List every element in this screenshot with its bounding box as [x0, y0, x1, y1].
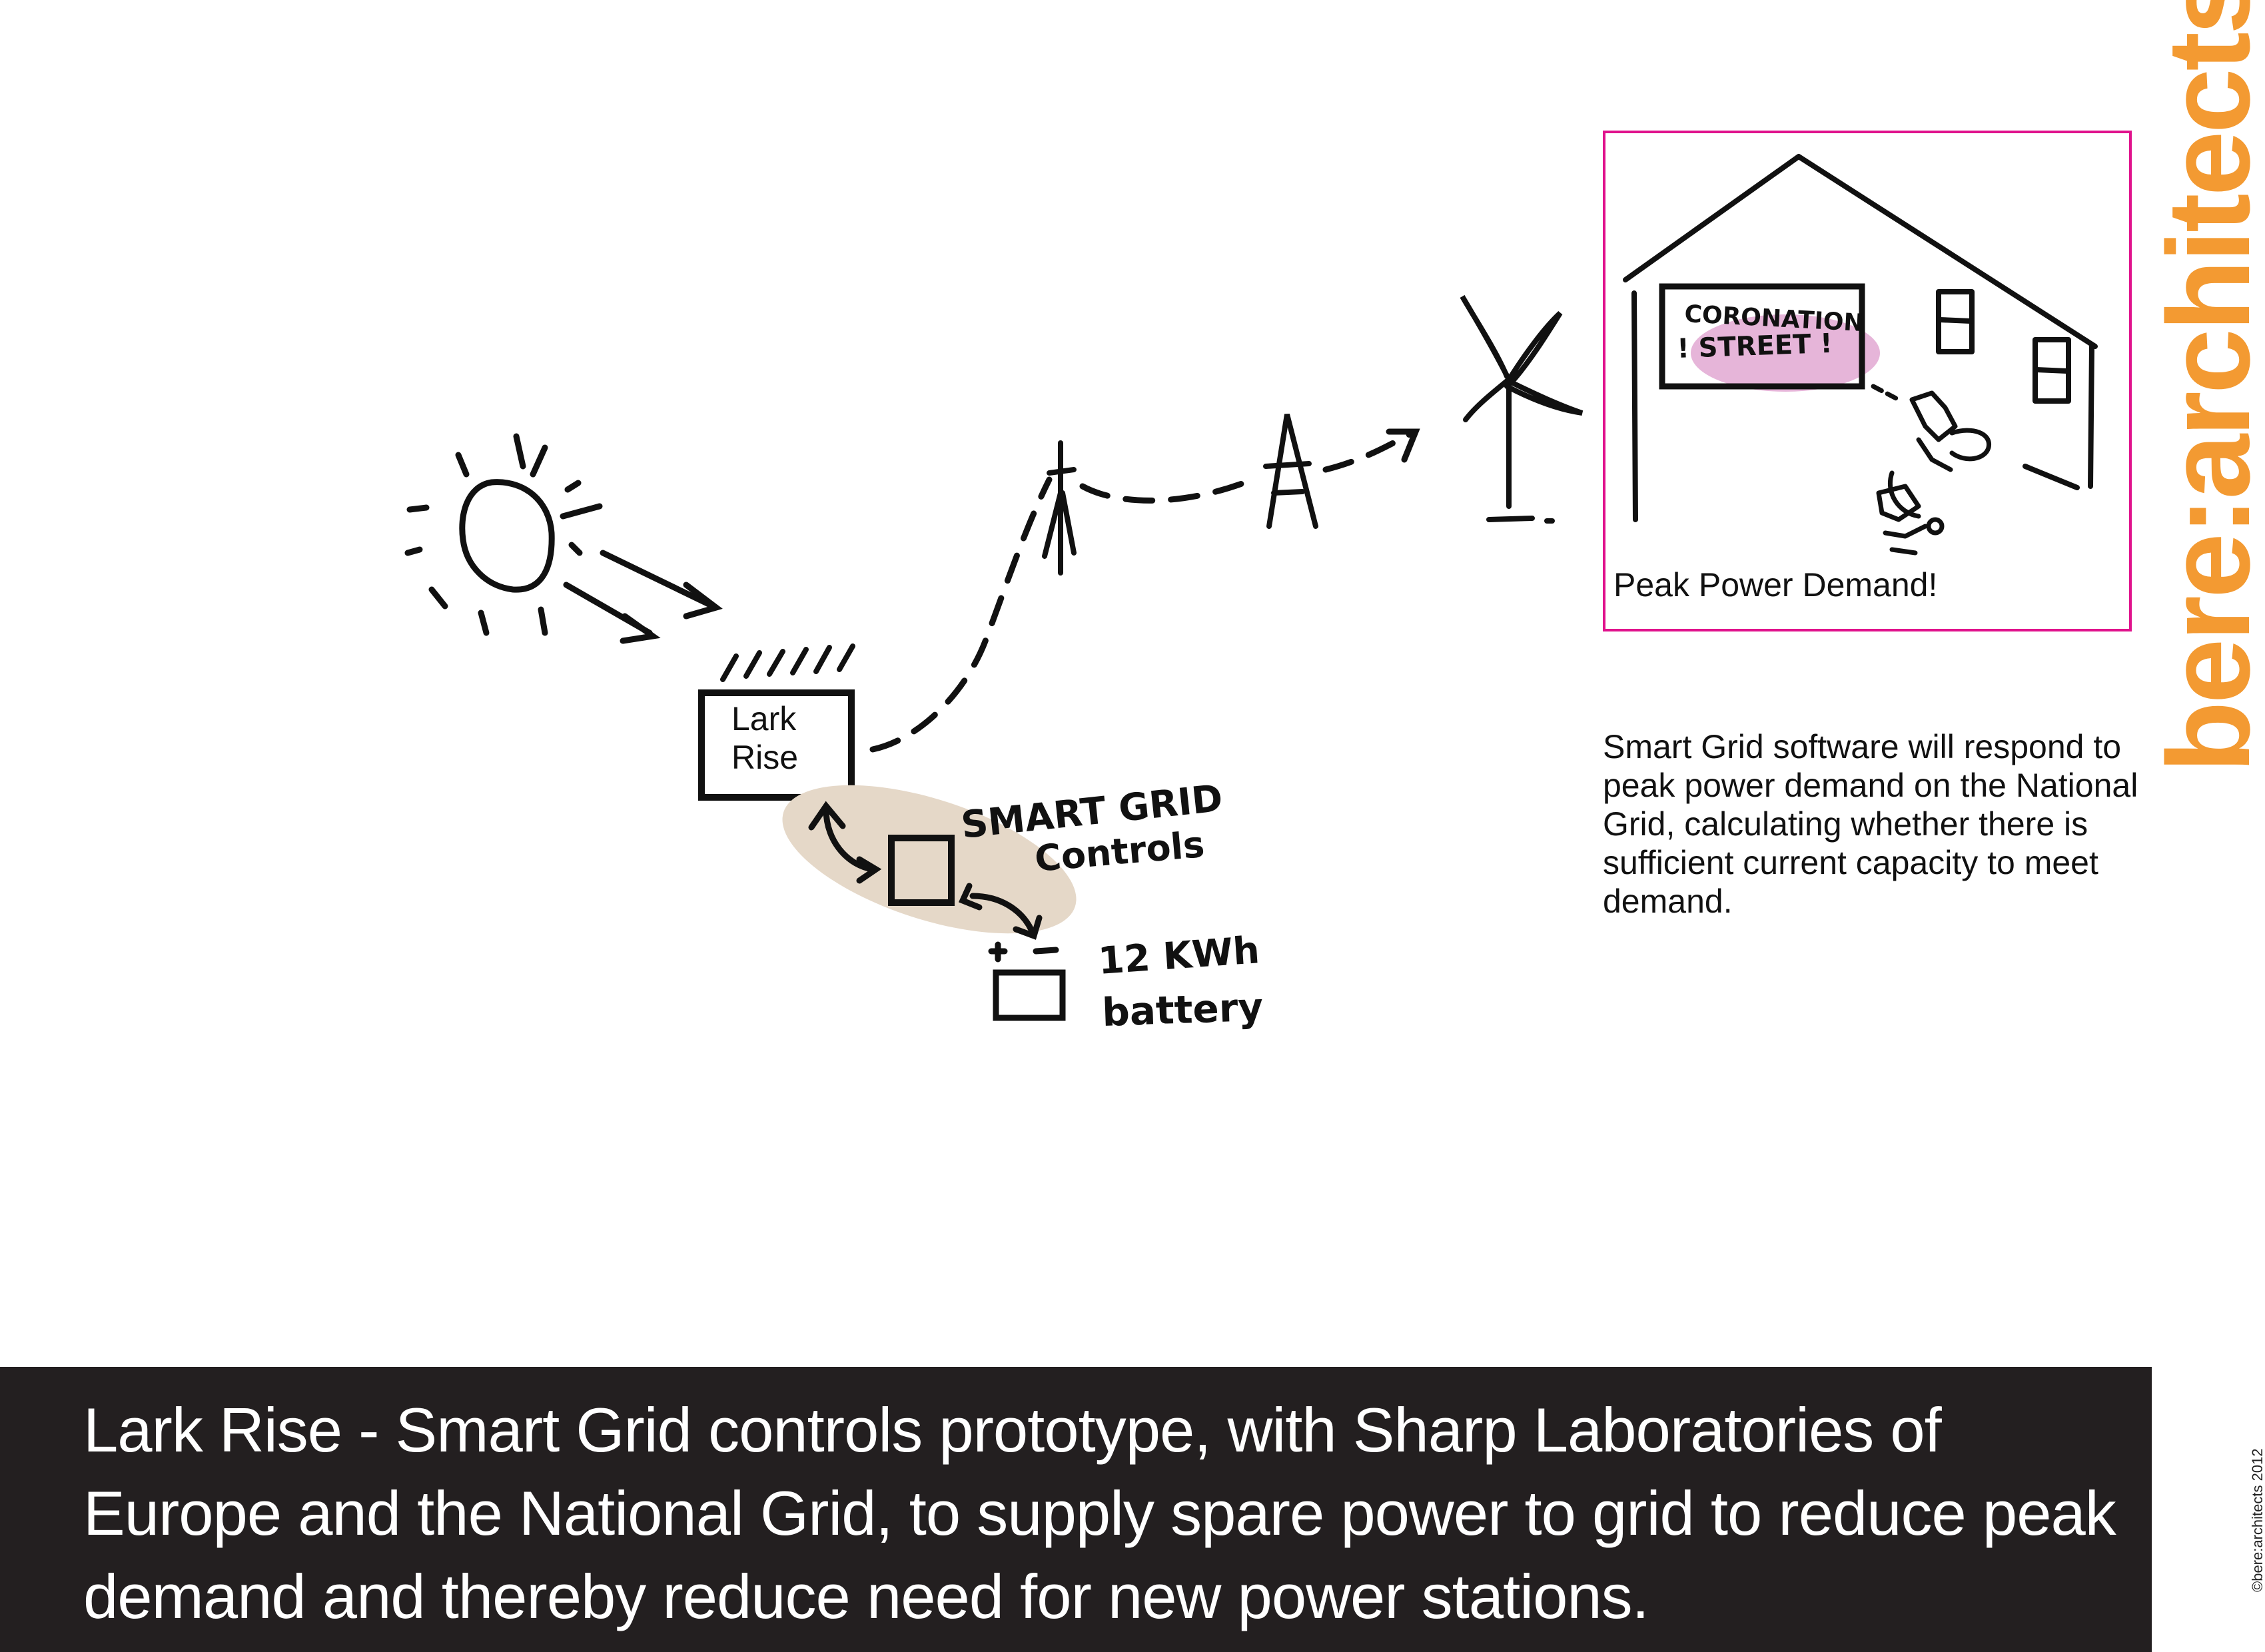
brand-logo: bere:architects: [2144, 0, 2265, 773]
sun-icon: [404, 433, 603, 636]
copyright-notice: ©bere:architects 2012: [2249, 1448, 2265, 1592]
tv-icon: [1659, 283, 1865, 390]
house-icon: [1623, 154, 2098, 522]
caption-footer: Lark Rise - Smart Grid controls prototyp…: [0, 1367, 2152, 1652]
battery-label: 12 KWh battery: [1097, 929, 1264, 1035]
sunlight-arrows: [563, 550, 723, 644]
tv-viewers-icon: [1871, 384, 1991, 556]
tv-highlight: [1691, 314, 1880, 392]
solar-panel-icon: [720, 643, 855, 682]
peak-power-demand-caption: Peak Power Demand!: [1613, 566, 1938, 604]
caption-text: Lark Rise - Smart Grid controls prototyp…: [83, 1395, 2116, 1631]
peak-demand-panel: [1603, 131, 2132, 631]
smart-grid-description: Smart Grid software will respond to peak…: [1603, 728, 2138, 920]
battery-icon: [988, 941, 1066, 1021]
controller-box: [888, 835, 955, 906]
pylon-icon: [1042, 440, 1077, 576]
tv-text-line2: ! STREET !: [1677, 328, 1833, 364]
lark-rise-label-line1: Lark: [731, 700, 797, 737]
wind-turbine-icon: [1460, 294, 1584, 524]
pylon-icon: [1263, 414, 1318, 529]
battery-label-line2: battery: [1101, 985, 1264, 1035]
smart-grid-highlight: [782, 785, 1077, 934]
battery-label-line1: 12 KWh: [1097, 929, 1260, 983]
lark-rise-box: [698, 689, 855, 801]
lark-rise-label: Lark Rise: [731, 699, 798, 777]
lark-rise-label-line2: Rise: [731, 739, 799, 776]
grid-connection-line: [869, 430, 1416, 753]
control-arrows: [808, 801, 1043, 940]
